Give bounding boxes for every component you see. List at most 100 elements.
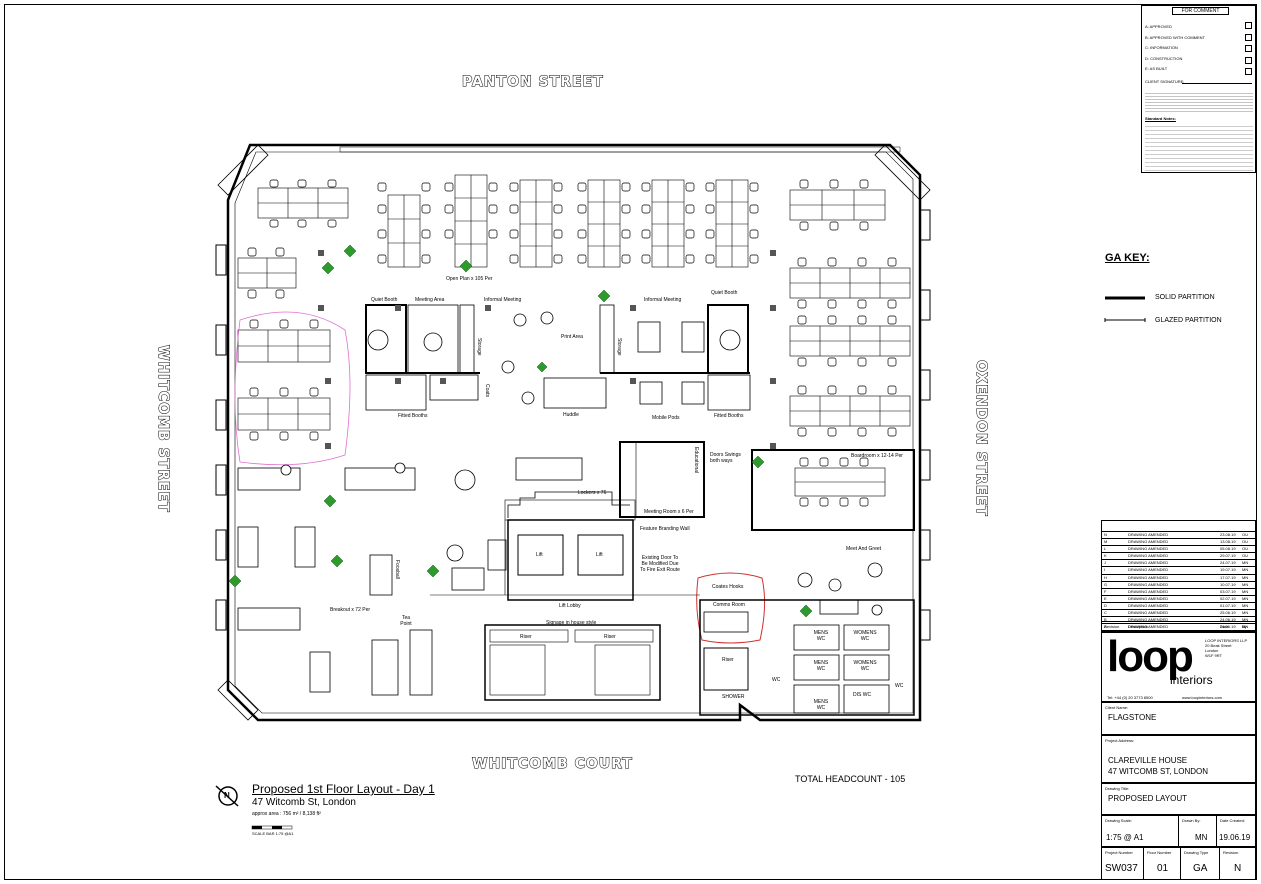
label-wc-2: WC [895,683,904,689]
revision-cell: OU [1242,546,1248,552]
company-addr-2: London [1205,648,1219,653]
total-headcount: TOTAL HEADCOUNT - 105 [795,774,906,784]
comment-option: B: APPROVED WITH COMMENT [1145,34,1206,40]
label-doors-swing: Doors Swings both ways [710,452,741,464]
date-created-block: Date Created: 19.06.19 [1216,815,1256,847]
project-address-1: CLAREVILLE HOUSE [1108,756,1188,765]
rev-header-revision: Revision [1104,624,1120,629]
label-coats-hooks: Coates Hooks [712,584,744,590]
label-lift-lobby: Lift Lobby [559,603,581,609]
revision-cell: 24.06.19 [1220,617,1236,623]
floor-number-block: Floor Number 01 [1143,847,1181,880]
label-tea-point: Tea Point [400,615,412,627]
revision-cell: I [1104,567,1106,573]
revision-cell: 19.07.19 [1220,567,1236,573]
revision-cell: MN [1242,624,1249,630]
revision-cell: 03.07.19 [1220,588,1236,594]
revision-cell: 29.07.19 [1220,553,1236,559]
drawing-scale-value: 1:75 @ A1 [1106,833,1144,842]
company-block: loop interiors LOOP INTERIORS LLP 20 Bea… [1101,632,1256,702]
label-riser-3: Riser [722,657,734,663]
floor-number-value: 01 [1157,863,1169,874]
label-informal-meeting-right: Informal Meeting [644,297,682,303]
drawing-address: 47 Witcomb St, London [252,797,356,808]
checkbox-information[interactable] [1245,45,1252,52]
drawing-title: Proposed 1st Floor Layout - Day 1 [252,782,435,796]
client-signature: CLIENT SIGNATURE: [1145,79,1185,84]
drawing-title-block: Drawing Title: PROPOSED LAYOUT [1101,783,1256,815]
label-lift-2: Lift [596,552,603,558]
revision-cell: DRAWING AMENDED [1128,581,1169,587]
label-fitted-booths-right: Fitted Booths [714,413,744,419]
revision-cell: H [1104,574,1107,580]
revision-cell: DRAWING AMENDED [1128,539,1169,545]
label-fitted-booths-left: Fitted Booths [398,413,428,419]
revision-cell: A [1104,624,1107,630]
checkbox-approved-with-comment[interactable] [1245,33,1252,41]
revision-cell: DRAWING AMENDED [1128,574,1169,580]
revision-cell: N [1104,532,1107,537]
checkbox-construction[interactable] [1245,56,1252,64]
label-coats: Coats [484,384,490,398]
label-shower: SHOWER [722,694,745,700]
revision-cell: DRAWING AMENDED [1128,567,1169,573]
revision-cell: DRAWING AMENDED [1128,602,1169,608]
street-east: OXENDON STREET [973,360,990,518]
label-breakout: Breakout x 72 Per [330,607,371,613]
revision-cell: MN [1242,602,1249,608]
revision-cell: K [1104,553,1107,559]
revision-cell: L [1104,546,1107,552]
label-quiet-booth-right: Quiet Booth [711,290,738,296]
project-address-block: Project Address: CLAREVILLE HOUSE 47 WIT… [1101,735,1256,783]
project-number-caption: Project Number [1105,850,1133,855]
company-web[interactable]: www.loopinteriors.com [1182,695,1223,700]
label-foosball: Foosball [394,560,400,579]
revision-row: K DRAWING AMENDED 29.07.19 OU [1102,552,1255,559]
label-boardroom: Boardroom x 12-14 Per [851,453,903,459]
comment-options: A: APPROVED B: APPROVED WITH COMMENT C: … [1145,22,1205,75]
ga-key-glazed: GLAZED PARTITION [1155,317,1222,324]
client-block: Client Name: FLAGSTONE [1101,702,1256,735]
rev-header-by: By [1242,624,1247,629]
street-west: WHITCOMB STREET [155,345,172,514]
revision-cell: E [1104,595,1107,601]
label-meeting-area: Meeting Area [415,297,445,303]
drawn-by-block: Drawn By: MN [1178,815,1217,847]
revision-cell: C [1104,610,1107,616]
client-name-caption: Client Name: [1105,705,1129,710]
north-arrow-icon: N [224,791,230,800]
revision-cell: MN [1242,617,1249,623]
project-number-value: SW037 [1105,863,1138,874]
label-riser-2: Riser [604,634,616,640]
project-number-block: Project Number SW037 [1101,847,1144,880]
revision-cell: MN [1242,588,1249,594]
drawing-area: approx area : 756 m² / 8,138 ft² [252,811,321,817]
revision-cell: J [1104,560,1106,566]
label-lift-1: Lift [536,552,543,558]
revision-cell: MN [1242,595,1249,601]
revision-cell: OU [1242,553,1248,559]
street-north: PANTON STREET [462,74,604,91]
revision-cell: DRAWING AMENDED [1128,553,1169,559]
rev-header-description: Description [1128,624,1149,629]
drawing-type-caption: Drawing Type [1184,850,1209,855]
revision-cell: OU [1242,532,1248,537]
revision-cell: DRAWING AMENDED [1128,610,1169,616]
drawn-by-value: MN [1195,833,1208,842]
drawing-frame [4,4,1257,880]
checkbox-approved[interactable] [1245,22,1252,29]
label-open-plan: Open Plan x 105 Per [446,276,493,282]
label-dis-wc: DIS WC [853,692,872,698]
revision-cell: DRAWING AMENDED [1128,617,1169,623]
revision-block: Revision N [1219,847,1256,880]
checkbox-as-built[interactable] [1245,68,1252,75]
date-created-caption: Date Created: [1220,818,1245,823]
label-riser-1: Riser [520,634,532,640]
label-storage-right: Storage [616,338,622,356]
